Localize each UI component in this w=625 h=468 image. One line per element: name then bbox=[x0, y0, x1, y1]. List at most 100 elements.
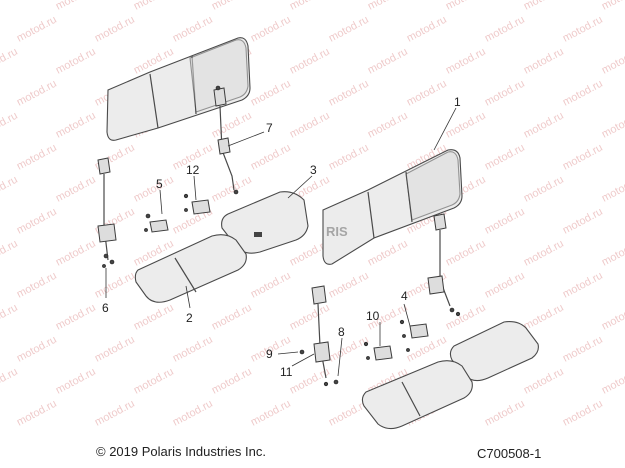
watermark-text: motod.ru bbox=[15, 78, 59, 109]
watermark-text: motod.ru bbox=[288, 110, 332, 141]
watermark-text: motod.ru bbox=[132, 366, 176, 397]
watermark-text: motod.ru bbox=[561, 270, 605, 301]
callout-10: 10 bbox=[366, 309, 380, 323]
watermark-text: motod.ru bbox=[0, 0, 20, 13]
watermark-text: motod.ru bbox=[405, 78, 449, 109]
watermark-text: motod.ru bbox=[405, 334, 449, 365]
watermark-text: motod.ru bbox=[54, 46, 98, 77]
watermark-text: motod.ru bbox=[366, 46, 410, 77]
watermark-text: motod.ru bbox=[600, 238, 625, 269]
watermark-text: motod.ru bbox=[600, 366, 625, 397]
watermark-text: motod.ru bbox=[132, 174, 176, 205]
watermark-text: motod.ru bbox=[0, 302, 20, 333]
seat-belt-7 bbox=[213, 85, 239, 195]
watermark-text: motod.ru bbox=[15, 334, 59, 365]
watermark-text: motod.ru bbox=[366, 238, 410, 269]
watermark-text: motod.ru bbox=[483, 78, 527, 109]
watermark-text: motod.ru bbox=[483, 206, 527, 237]
watermark-text: motod.ru bbox=[0, 110, 20, 141]
watermark-text: motod.ru bbox=[600, 46, 625, 77]
figure-code: C700508-1 bbox=[477, 446, 542, 461]
watermark-text: motod.ru bbox=[288, 0, 332, 13]
watermark-text: motod.ru bbox=[93, 270, 137, 301]
buckle-12 bbox=[183, 193, 211, 215]
watermark-text: motod.ru bbox=[522, 302, 566, 333]
watermark-text: motod.ru bbox=[561, 334, 605, 365]
left-rear-seat-cushion bbox=[221, 191, 309, 254]
watermark-text: motod.ru bbox=[249, 14, 293, 45]
watermark-text: motod.ru bbox=[522, 110, 566, 141]
watermark-text: motod.ru bbox=[54, 238, 98, 269]
callout-2: 2 bbox=[186, 311, 193, 325]
watermark-text: motod.ru bbox=[444, 0, 488, 13]
watermark-text: motod.ru bbox=[483, 398, 527, 429]
watermark-text: motod.ru bbox=[483, 270, 527, 301]
watermark-text: motod.ru bbox=[444, 302, 488, 333]
watermark-text: motod.ru bbox=[444, 110, 488, 141]
watermark-text: motod.ru bbox=[171, 398, 215, 429]
buckle-4 bbox=[399, 319, 429, 339]
watermark-text: motod.ru bbox=[327, 334, 371, 365]
watermark-text: motod.ru bbox=[210, 302, 254, 333]
right-front-seat-cushion bbox=[361, 360, 473, 430]
watermark-text: motod.ru bbox=[561, 78, 605, 109]
leader-lines bbox=[105, 107, 457, 377]
watermark-text: motod.ru bbox=[93, 398, 137, 429]
brand-mark: RIS bbox=[326, 224, 348, 239]
watermark-text: motod.ru bbox=[249, 142, 293, 173]
right-backrest bbox=[322, 149, 463, 265]
watermark-text: motod.ru bbox=[444, 238, 488, 269]
copyright-notice: © 2019 Polaris Industries Inc. bbox=[96, 444, 266, 459]
watermark-text: motod.ru bbox=[522, 238, 566, 269]
callout-7: 7 bbox=[266, 121, 273, 135]
watermark-text: motod.ru bbox=[54, 366, 98, 397]
watermark-text: motod.ru bbox=[483, 14, 527, 45]
callout-12: 12 bbox=[186, 163, 200, 177]
watermark-text: motod.ru bbox=[600, 302, 625, 333]
watermark-text: motod.ru bbox=[405, 14, 449, 45]
watermark-text: motod.ru bbox=[522, 174, 566, 205]
watermark-text: motod.ru bbox=[93, 334, 137, 365]
watermark-text: motod.ru bbox=[0, 46, 20, 77]
watermark-text: motod.ru bbox=[600, 110, 625, 141]
watermark-text: motod.ru bbox=[522, 46, 566, 77]
seat-belt-6 bbox=[97, 157, 117, 268]
watermark-text: motod.ru bbox=[54, 302, 98, 333]
watermark-text: motod.ru bbox=[561, 206, 605, 237]
watermark-text: motod.ru bbox=[0, 238, 20, 269]
callout-5: 5 bbox=[156, 177, 163, 191]
watermark-text: motod.ru bbox=[15, 14, 59, 45]
callout-6: 6 bbox=[102, 301, 109, 315]
buckle-10 bbox=[363, 341, 410, 361]
watermark-text: motod.ru bbox=[288, 46, 332, 77]
watermark-text: motod.ru bbox=[444, 46, 488, 77]
watermark-text: motod.ru bbox=[522, 366, 566, 397]
watermark-text: motod.ru bbox=[600, 174, 625, 205]
watermark-text: motod.ru bbox=[132, 302, 176, 333]
watermark-text: motod.ru bbox=[93, 14, 137, 45]
watermark-text: motod.ru bbox=[15, 398, 59, 429]
seat-belt-8 bbox=[311, 285, 339, 387]
watermark-text: motod.ru bbox=[327, 142, 371, 173]
callout-8: 8 bbox=[338, 325, 345, 339]
watermark-text: motod.ru bbox=[0, 174, 20, 205]
left-front-seat-cushion bbox=[134, 234, 247, 303]
watermark-text: motod.ru bbox=[210, 0, 254, 13]
watermark-text: motod.ru bbox=[327, 14, 371, 45]
right-rear-seat-cushion bbox=[449, 321, 539, 382]
callout-3: 3 bbox=[310, 163, 317, 177]
callout-11: 11 bbox=[280, 365, 293, 379]
seat-belt-right-rear bbox=[427, 213, 461, 317]
watermark-text: motod.ru bbox=[171, 14, 215, 45]
watermark-text: motod.ru bbox=[327, 270, 371, 301]
watermark-text: motod.ru bbox=[171, 334, 215, 365]
watermark-text: motod.ru bbox=[561, 142, 605, 173]
watermark-text: motod.ru bbox=[522, 0, 566, 13]
watermark-text: motod.ru bbox=[288, 302, 332, 333]
watermark-text: motod.ru bbox=[561, 398, 605, 429]
watermark-text: motod.ru bbox=[15, 206, 59, 237]
watermark-text: motod.ru bbox=[483, 142, 527, 173]
watermark-text: motod.ru bbox=[561, 14, 605, 45]
